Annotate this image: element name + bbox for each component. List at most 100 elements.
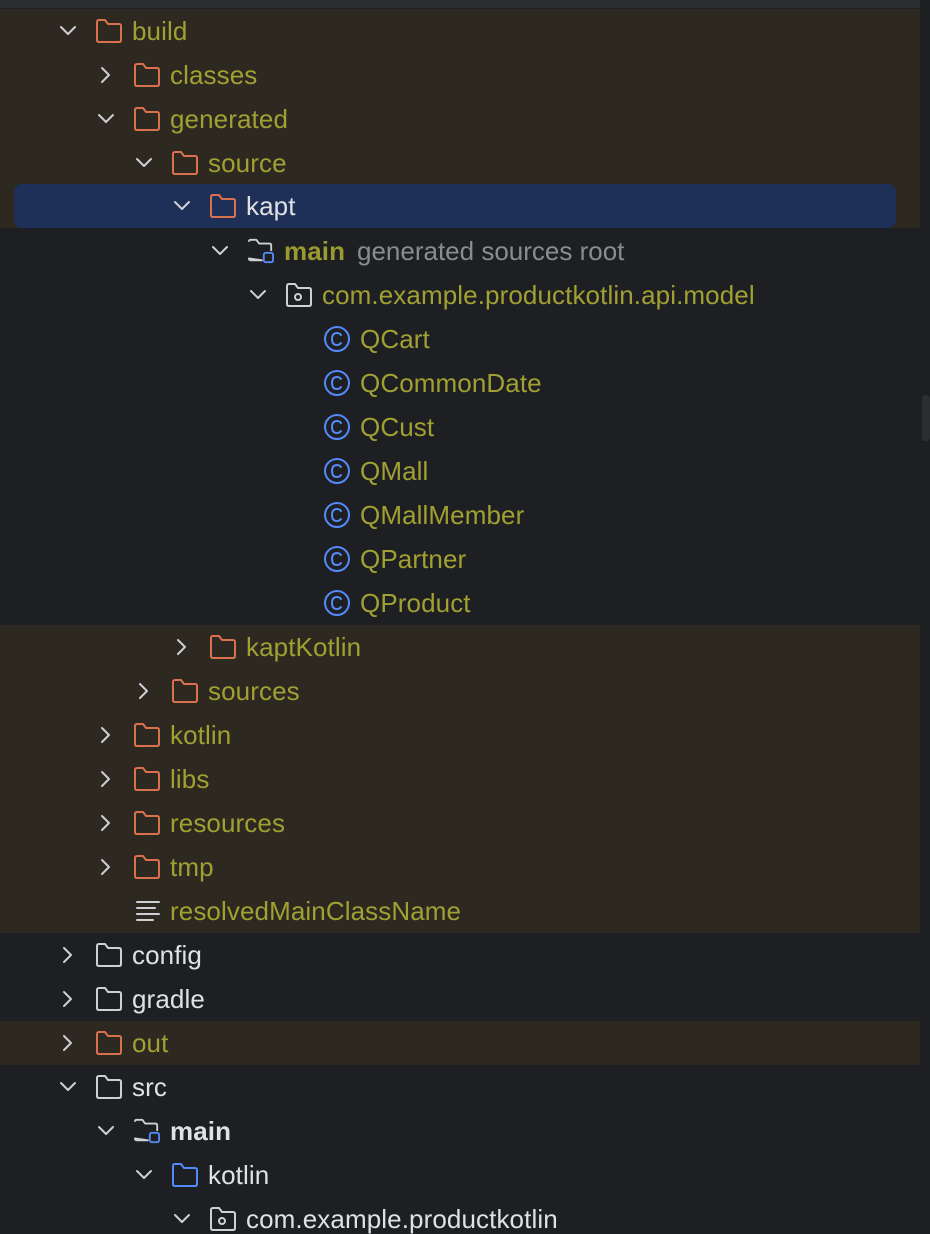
tree-row-kotlin-build[interactable]: kotlin xyxy=(0,713,920,757)
tree-row-label: generated xyxy=(170,104,289,134)
tree-row-label: com.example.productkotlin.api.model xyxy=(322,280,755,310)
tree-row-label: source xyxy=(208,148,287,178)
tree-row-label: kotlin xyxy=(170,720,232,750)
folder-orange-icon xyxy=(134,63,160,87)
chevron-right-icon[interactable] xyxy=(58,945,78,965)
chevron-down-icon[interactable] xyxy=(248,285,268,305)
chevron-right-icon[interactable] xyxy=(96,769,116,789)
chevron-down-icon[interactable] xyxy=(134,153,154,173)
tree-row-build[interactable]: build xyxy=(0,9,920,53)
chevron-right-icon[interactable] xyxy=(96,725,116,745)
chevron-right-icon[interactable] xyxy=(172,637,192,657)
tree-row-label: QPartner xyxy=(360,544,467,574)
chevron-down-icon[interactable] xyxy=(96,1121,116,1141)
folder-orange-icon xyxy=(134,855,160,879)
chevron-right-icon[interactable] xyxy=(134,681,154,701)
chevron-down-icon[interactable] xyxy=(134,1165,154,1185)
chevron-down-icon[interactable] xyxy=(210,241,230,261)
tree-row-kotlin-src[interactable]: kotlin xyxy=(0,1153,920,1197)
tree-row-label: sources xyxy=(208,676,300,706)
chevron-down-icon[interactable] xyxy=(172,196,192,216)
source-root-folder-icon xyxy=(248,238,274,264)
tree-row-class-qproduct[interactable]: QProduct xyxy=(0,581,920,625)
tree-row-resolvedmainclassname[interactable]: resolvedMainClassName xyxy=(0,889,920,933)
tree-row-main-src[interactable]: main xyxy=(0,1109,920,1153)
tree-row-out[interactable]: out xyxy=(0,1021,920,1065)
source-root-folder-icon xyxy=(134,1118,161,1144)
chevron-right-icon[interactable] xyxy=(96,813,116,833)
tree-top-strip xyxy=(0,0,920,8)
tree-row-classes[interactable]: classes xyxy=(0,53,920,97)
tree-row-label: QMall xyxy=(360,456,429,486)
chevron-right-icon[interactable] xyxy=(58,989,78,1009)
chevron-down-icon[interactable] xyxy=(58,21,78,41)
class-icon xyxy=(324,546,350,572)
tree-row-package-model[interactable]: com.example.productkotlin.api.model xyxy=(0,273,920,317)
tree-row-label: out xyxy=(132,1028,169,1058)
tree-row-class-qcust[interactable]: QCust xyxy=(0,405,920,449)
tree-row-gradle[interactable]: gradle xyxy=(0,977,920,1021)
tree-row-kaptkotlin[interactable]: kaptKotlin xyxy=(0,625,920,669)
tree-row-class-qpartner[interactable]: QPartner xyxy=(0,537,920,581)
class-icon xyxy=(324,326,350,352)
tree-row-label: main xyxy=(170,1116,232,1146)
tree-row-main-generated[interactable]: main generated sources root xyxy=(0,229,920,273)
class-icon xyxy=(324,458,350,484)
folder-orange-icon xyxy=(96,19,122,43)
chevron-down-icon[interactable] xyxy=(172,1209,192,1229)
chevron-down-icon[interactable] xyxy=(96,109,116,129)
tree-row-class-qmallmember[interactable]: QMallMember xyxy=(0,493,920,537)
tree-row-config[interactable]: config xyxy=(0,933,920,977)
folder-orange-icon xyxy=(210,194,236,218)
folder-orange-icon xyxy=(134,723,160,747)
folder-orange-icon xyxy=(172,151,198,175)
tree-row-sources[interactable]: sources xyxy=(0,669,920,713)
tree-row-kapt[interactable]: kapt xyxy=(0,184,920,228)
tree-row-hint: generated sources root xyxy=(357,236,625,266)
tree-row-label: tmp xyxy=(170,852,214,882)
tree-row-label: kapt xyxy=(246,191,296,221)
tree-row-class-qcart[interactable]: QCart xyxy=(0,317,920,361)
tree-row-label: main xyxy=(284,236,346,266)
tree-row-resources[interactable]: resources xyxy=(0,801,920,845)
folder-orange-icon xyxy=(172,679,198,703)
tree-row-label: QMallMember xyxy=(360,500,525,530)
tree-row-label: QCommonDate xyxy=(360,368,542,398)
tree-row-label: classes xyxy=(170,60,258,90)
package-icon xyxy=(286,283,312,307)
folder-grey-icon xyxy=(96,943,122,967)
tree-row-label: QProduct xyxy=(360,588,471,618)
chevron-right-icon[interactable] xyxy=(58,1033,78,1053)
tree-row-label: QCust xyxy=(360,412,435,442)
tree-row-label: gradle xyxy=(132,984,205,1014)
folder-orange-icon xyxy=(210,635,236,659)
tree-row-label: config xyxy=(132,940,202,970)
tree-row-class-qmall[interactable]: QMall xyxy=(0,449,920,493)
folder-grey-icon xyxy=(96,987,122,1011)
tree-row-label: build xyxy=(132,16,188,46)
scrollbar-thumb[interactable] xyxy=(922,395,930,441)
tree-row-tmp[interactable]: tmp xyxy=(0,845,920,889)
folder-orange-icon xyxy=(134,107,160,131)
chevron-down-icon[interactable] xyxy=(58,1077,78,1097)
folder-orange-icon xyxy=(134,811,160,835)
folder-blue-icon xyxy=(172,1163,198,1187)
text-file-icon xyxy=(136,901,160,921)
tree-row-libs[interactable]: libs xyxy=(0,757,920,801)
tree-row-source[interactable]: source xyxy=(0,141,920,185)
tree-row-src[interactable]: src xyxy=(0,1065,920,1109)
class-icon xyxy=(324,590,350,616)
vertical-scrollbar[interactable] xyxy=(920,0,930,1234)
package-icon xyxy=(210,1207,236,1231)
class-icon xyxy=(324,370,350,396)
tree-row-label: kotlin xyxy=(208,1160,270,1190)
class-icon xyxy=(324,414,350,440)
chevron-right-icon[interactable] xyxy=(96,65,116,85)
tree-row-generated[interactable]: generated xyxy=(0,97,920,141)
folder-grey-icon xyxy=(96,1075,122,1099)
folder-orange-icon xyxy=(134,767,160,791)
tree-row-package-root[interactable]: com.example.productkotlin xyxy=(0,1197,920,1234)
chevron-right-icon[interactable] xyxy=(96,857,116,877)
tree-row-class-qcommondate[interactable]: QCommonDate xyxy=(0,361,920,405)
